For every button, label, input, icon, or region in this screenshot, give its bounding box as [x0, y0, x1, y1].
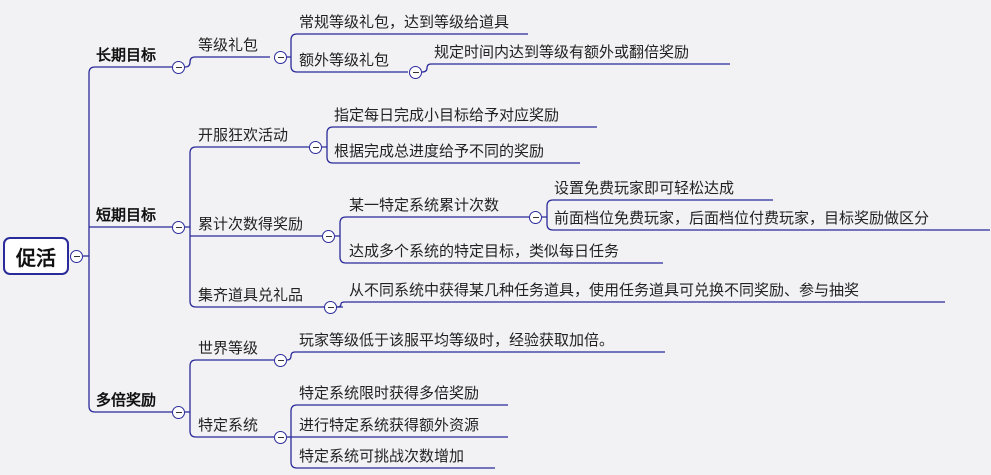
- collapse-toggle-specific-system[interactable]: [274, 431, 287, 444]
- collapse-toggle-collect-items[interactable]: [324, 301, 337, 314]
- node-extra-resources[interactable]: 进行特定系统获得额外资源: [299, 416, 480, 434]
- node-short-term[interactable]: 短期目标: [96, 206, 157, 224]
- collapse-toggle-specific-cumulative[interactable]: [529, 211, 542, 224]
- collapse-toggle-short-term[interactable]: [172, 221, 185, 234]
- collapse-toggle-long-term[interactable]: [172, 61, 185, 74]
- node-long-term[interactable]: 长期目标: [96, 46, 157, 64]
- node-carnival-progress[interactable]: 根据完成总进度给予不同的奖励: [334, 142, 545, 160]
- collapse-toggle-carnival[interactable]: [309, 141, 322, 154]
- node-extra-level-gift[interactable]: 额外等级礼包: [299, 51, 390, 69]
- node-carnival-daily[interactable]: 指定每日完成小目标给予对应奖励: [334, 106, 560, 124]
- collapse-toggle-cumulative[interactable]: [322, 230, 335, 243]
- node-timed-multiplier[interactable]: 特定系统限时获得多倍奖励: [299, 384, 480, 402]
- collapse-toggle-world-level[interactable]: [274, 354, 287, 367]
- root-node[interactable]: 促活: [3, 237, 69, 275]
- node-specific-system[interactable]: 特定系统: [198, 416, 259, 434]
- collapse-toggle-multiplier[interactable]: [172, 406, 185, 419]
- node-world-level[interactable]: 世界等级: [198, 339, 259, 357]
- node-more-attempts[interactable]: 特定系统可挑战次数增加: [299, 447, 465, 465]
- collapse-toggle-root[interactable]: [70, 250, 83, 263]
- node-multiplier[interactable]: 多倍奖励: [96, 391, 157, 409]
- node-carnival[interactable]: 开服狂欢活动: [198, 126, 289, 144]
- node-world-level-detail[interactable]: 玩家等级低于该服平均等级时，经验获取加倍。: [299, 331, 615, 349]
- node-collect-items[interactable]: 集齐道具兑礼品: [198, 286, 304, 304]
- node-regular-level-gift[interactable]: 常规等级礼包，达到等级给道具: [299, 13, 510, 31]
- node-collect-detail[interactable]: 从不同系统中获得某几种任务道具，使用任务道具可兑换不同奖励、参与抽奖: [349, 281, 860, 299]
- collapse-toggle-level-gift[interactable]: [274, 51, 287, 64]
- node-level-gift[interactable]: 等级礼包: [198, 36, 259, 54]
- node-tiered-rewards[interactable]: 前面档位免费玩家，后面档位付费玩家，目标奖励做区分: [554, 209, 930, 227]
- node-specific-cumulative[interactable]: 某一特定系统累计次数: [349, 196, 500, 214]
- node-cumulative[interactable]: 累计次数得奖励: [198, 215, 304, 233]
- collapse-toggle-extra-level-gift[interactable]: [409, 66, 422, 79]
- node-multi-system[interactable]: 达成多个系统的特定目标，类似每日任务: [349, 242, 620, 260]
- node-free-player[interactable]: 设置免费玩家即可轻松达成: [554, 179, 735, 197]
- node-extra-detail[interactable]: 规定时间内达到等级有额外或翻倍奖励: [434, 43, 690, 61]
